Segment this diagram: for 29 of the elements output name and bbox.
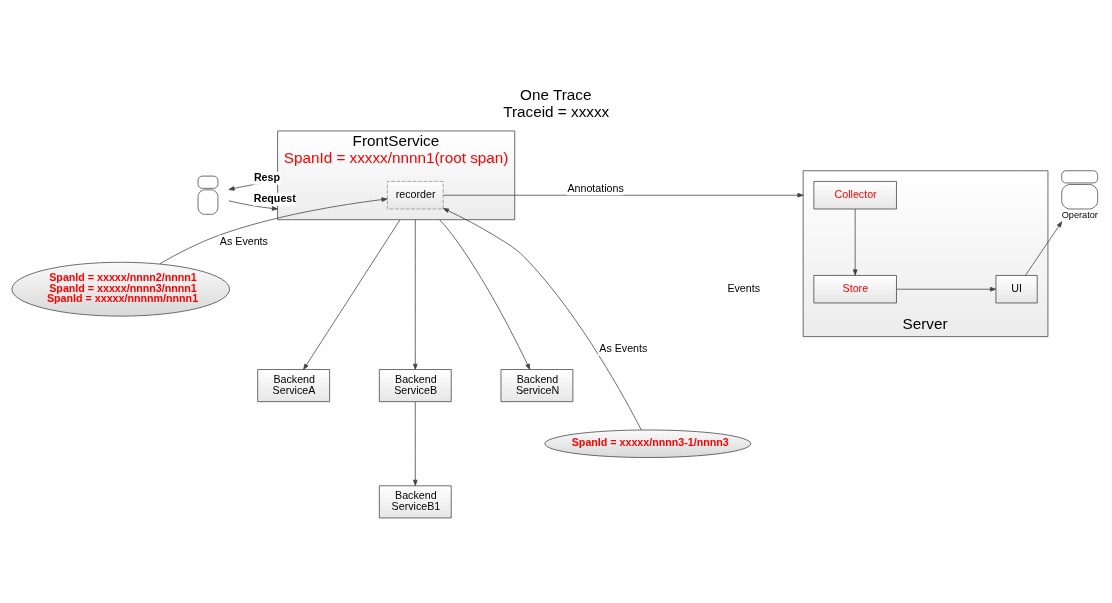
diagram-title: One Trace Traceid = xxxxx <box>503 86 610 121</box>
node-label: Operator <box>1061 209 1098 220</box>
node-box: recorder <box>387 181 444 210</box>
arrow <box>159 197 388 265</box>
edge-label: Request <box>253 191 296 204</box>
label: Events <box>727 282 761 295</box>
node-box: Backend ServiceA <box>257 369 330 403</box>
arrow <box>439 219 531 370</box>
edge-label: As Events <box>599 342 648 355</box>
arrow <box>413 219 418 370</box>
arrow <box>896 286 997 292</box>
arrow <box>443 192 804 198</box>
node-box: Backend ServiceN <box>500 369 574 403</box>
node-box: Store <box>813 275 897 304</box>
node-box: Backend ServiceB1 <box>378 485 452 519</box>
node-ellipse: SpanId = xxxxx/nnnn3-1/nnnn3 <box>544 429 752 458</box>
node-box: UI <box>995 275 1038 304</box>
edge-label: Annotations <box>567 181 624 194</box>
arrow <box>1025 221 1063 276</box>
arrow <box>413 401 418 486</box>
node-box: Collector <box>813 181 897 210</box>
arrow <box>303 219 401 370</box>
edge-label: Resp <box>253 170 281 183</box>
arrow <box>442 208 642 431</box>
arrow <box>228 200 278 211</box>
node-box: Backend ServiceB <box>378 369 452 403</box>
arrow <box>852 208 858 276</box>
node-ellipse: SpanId = xxxxx/nnnn2/nnnn1 SpanId = xxxxx/nnnn3/nnnn1 SpanId = xxxxx/nnnnm/nnnn1 <box>11 261 230 317</box>
edge-label: As Events <box>219 235 268 248</box>
